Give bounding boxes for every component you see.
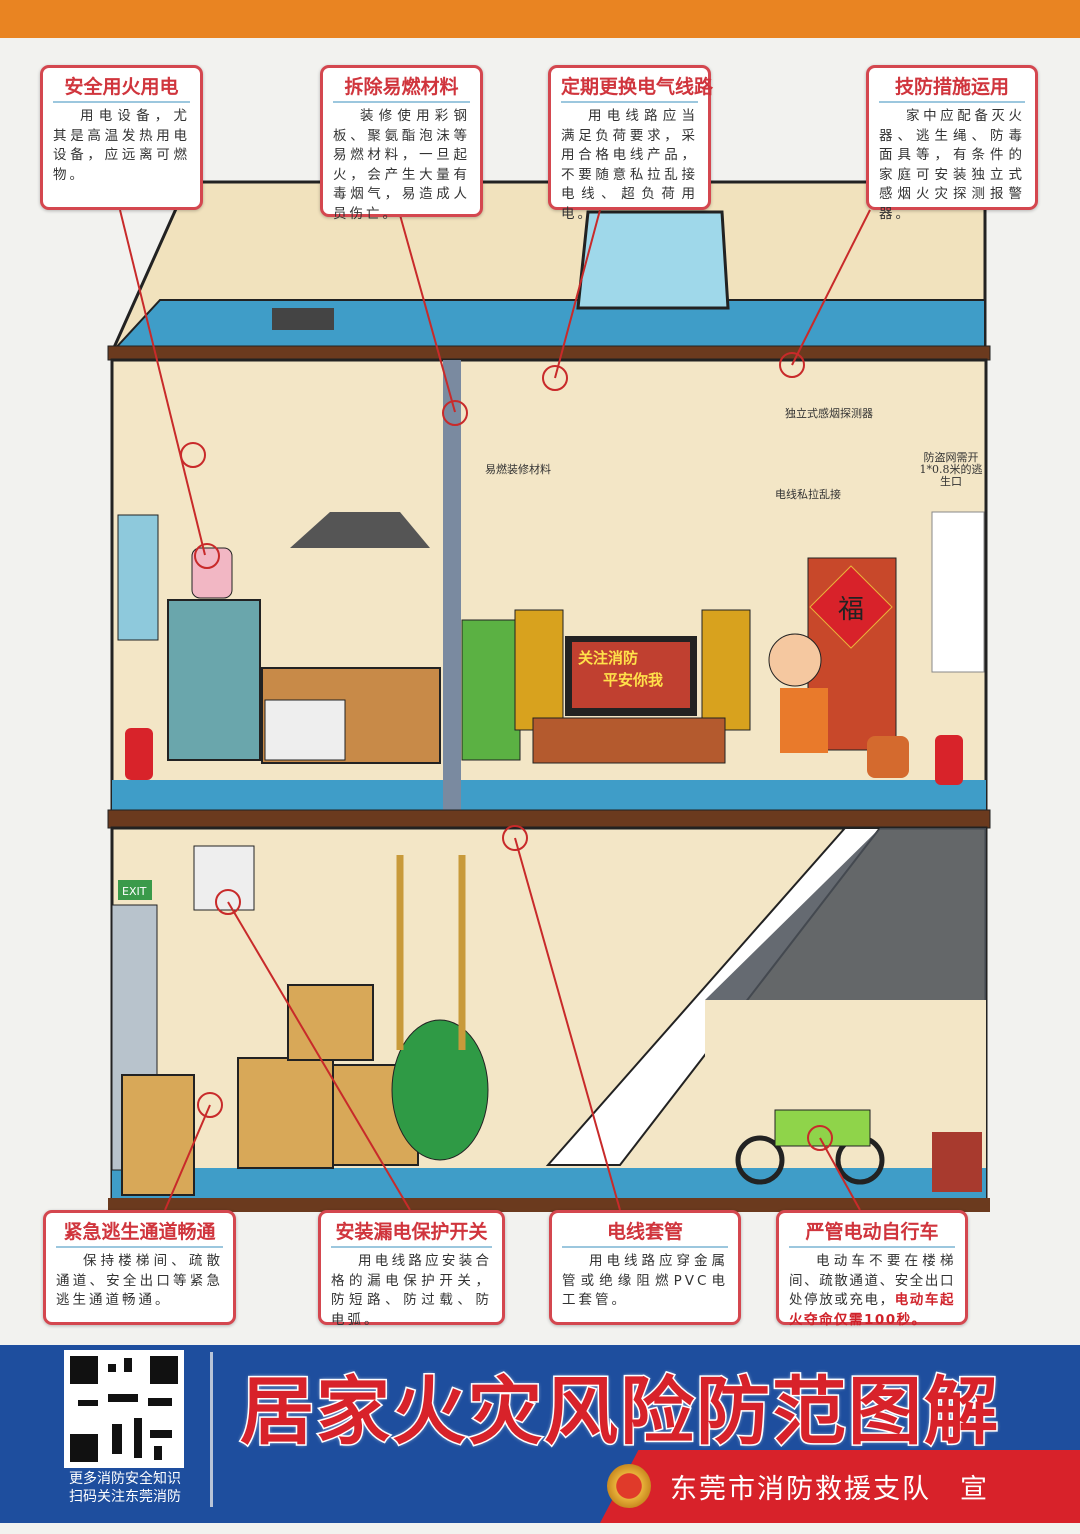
- bucket: [932, 1132, 982, 1192]
- barred-window: [931, 511, 985, 673]
- label-flammable-material: 易燃装修材料: [485, 463, 551, 476]
- roof: [109, 180, 987, 354]
- upper-floor: [112, 780, 986, 810]
- svg-text:EXIT: EXIT: [122, 885, 147, 898]
- ladder: [396, 855, 466, 1050]
- speaker-right: [701, 609, 751, 731]
- callout-escape-route: 紧急逃生通道畅通保持楼梯间、疏散通道、安全出口等紧急逃生通道畅通。: [43, 1210, 236, 1325]
- callout-e-bike: 严管电动自行车电动车不要在楼梯间、疏散通道、安全出口处停放或充电，电动车起火夺命…: [776, 1210, 968, 1328]
- callout-leakage-switch: 安装漏电保护开关用电线路应安装合格的漏电保护开关，防短路、防过载、防电弧。: [318, 1210, 505, 1328]
- fu-sign: 福: [838, 595, 864, 625]
- top-bar: [0, 0, 1080, 38]
- callout-remove-flammables: 拆除易燃材料装修使用彩钢板、聚氨酯泡沫等易燃材料，一旦起火，会产生大量有毒烟气，…: [320, 65, 483, 222]
- label-messy-wiring: 电线私拉乱接: [775, 488, 841, 501]
- microwave: [264, 699, 346, 761]
- fire-extinguisher: [125, 728, 153, 780]
- middle-beam: [107, 809, 991, 829]
- callout-tech-measures: 技防措施运用家中应配备灭火器、逃生绳、防毒面具等，有条件的家庭可安装独立式感烟火…: [866, 65, 1038, 222]
- ground-floor: [112, 1168, 986, 1200]
- qr-caption: 更多消防安全知识扫码关注东莞消防: [69, 1471, 181, 1505]
- page-title: 居家火灾风险防范图解: [239, 1368, 1000, 1457]
- person: [768, 633, 822, 687]
- tv-cabinet: [532, 717, 726, 764]
- green-shelf: [461, 619, 521, 761]
- label-window-escape: 防盗网需开1*0.8米的逃生口: [919, 451, 983, 488]
- callout-safe-fire-electricity: 安全用火用电用电设备，尤其是高温发热用电设备，应远离可燃物。: [40, 65, 203, 210]
- pointer-lines: [119, 209, 871, 1211]
- exit-sign: [118, 880, 152, 900]
- base-beam: [108, 1198, 990, 1212]
- label-smoke-detector: 独立式感烟探测器: [785, 407, 873, 420]
- footer-divider: [210, 1352, 213, 1507]
- speaker-left: [514, 609, 564, 731]
- organization-name: 东莞市消防救援支队 宣: [670, 1474, 989, 1505]
- left-window: [117, 514, 159, 641]
- roof-beam: [107, 345, 991, 361]
- tv-text-1: 关注消防: [578, 649, 638, 667]
- fridge: [167, 599, 261, 761]
- heater: [867, 736, 909, 778]
- fire-extinguisher-2: [935, 735, 963, 785]
- house-illustration: 关注消防 平安你我 福 EXIT: [107, 180, 991, 1212]
- qr-code[interactable]: [64, 1350, 184, 1468]
- electrical-panel: [193, 845, 255, 911]
- fire-rescue-emblem-icon: [607, 1464, 651, 1508]
- partition-wall: [443, 360, 461, 810]
- callout-wire-conduit: 电线套管用电线路应穿金属管或绝缘阻燃PVC电工套管。: [549, 1210, 741, 1325]
- rice-cooker: [191, 547, 233, 599]
- qr-pattern: [70, 1356, 178, 1462]
- e-bike: [735, 1135, 785, 1185]
- callout-replace-wiring: 定期更换电气线路用电线路应当满足负荷要求，采用合格电线产品，不要随意私拉乱接电线…: [548, 65, 713, 222]
- garbage-bag: [391, 1019, 489, 1161]
- footer-red-panel: [600, 1450, 1080, 1523]
- range-hood: [290, 512, 430, 548]
- tv-text-2: 平安你我: [603, 671, 663, 689]
